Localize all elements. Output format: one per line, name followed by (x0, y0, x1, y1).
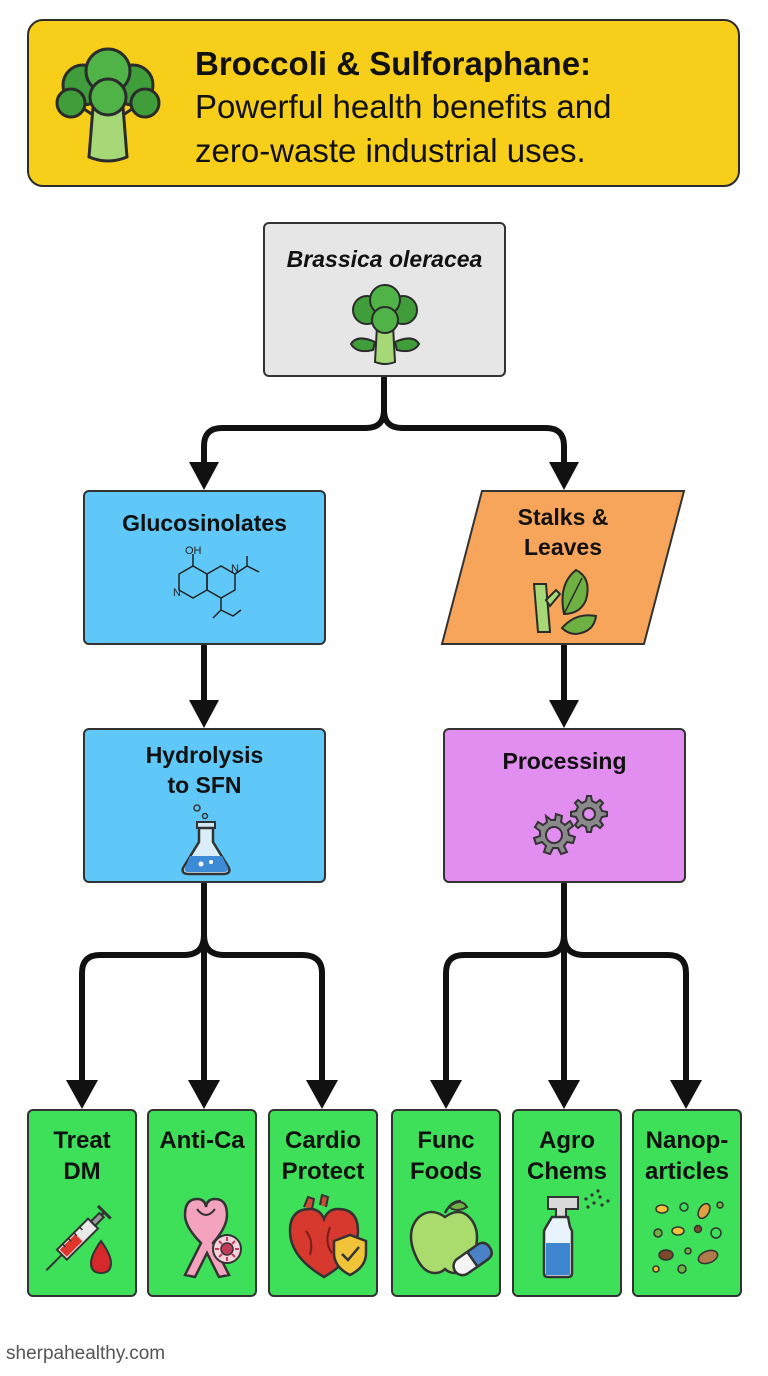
processing-label: Processing (502, 748, 627, 774)
arrowhead-func (430, 1080, 462, 1109)
ribbon-icon (183, 1197, 242, 1279)
connector-hydro-right (201, 932, 325, 1088)
arrowhead-hydro (189, 700, 219, 728)
outcome-label: Cardio Protect (270, 1125, 376, 1187)
stalks-leaves-shape (440, 490, 686, 645)
hydrolysis-label: Hydrolysis to SFN (85, 740, 324, 800)
glucosinolates-node: Glucosinolates OH N N (83, 490, 326, 645)
header-banner: Broccoli & Sulforaphane: Powerful health… (27, 19, 740, 187)
glucosinolates-label: Glucosinolates (122, 510, 287, 536)
broccoli-icon (349, 284, 421, 365)
heart-shield-icon (288, 1193, 368, 1279)
connector-proc-right (561, 932, 689, 1088)
connector-hydro-left (79, 881, 207, 1088)
flask-icon (181, 804, 231, 876)
nanoparticles-icon (652, 1201, 724, 1274)
arrowhead-proc (549, 700, 579, 728)
molecule-n1: N (173, 587, 181, 599)
hydrolysis-label-line1: Hydrolysis (145, 742, 264, 768)
outcome-label-line1: Func (417, 1127, 475, 1154)
source-label: Brassica oleracea (286, 246, 483, 272)
header-title: Broccoli & Sulforaphane: (195, 45, 592, 82)
molecule-oh: OH (185, 545, 202, 557)
outcome-label: Anti-Ca (149, 1125, 255, 1156)
broccoli-icon (55, 47, 161, 163)
arrowhead-agro (548, 1080, 580, 1109)
arrowhead-gluc (189, 462, 219, 490)
outcome-label-line2: articles (644, 1158, 730, 1185)
arrowhead-stalks (549, 462, 579, 490)
molecule-icon: OH N N (173, 545, 260, 619)
stalks-leaves-node: Stalks & Leaves (440, 490, 686, 645)
arrowhead-treat (66, 1080, 98, 1109)
gears-icon (532, 795, 608, 856)
stalks-leaves-label: Stalks & Leaves (440, 502, 686, 562)
outcome-label: Agro Chems (514, 1125, 620, 1187)
molecule-n2: N (231, 563, 239, 575)
outcome-agro-chems: Agro Chems (512, 1109, 622, 1297)
outcome-treat-dm: Treat DM (27, 1109, 137, 1297)
connector-source-right (381, 407, 567, 481)
outcome-nanoparticles: Nanop- articles (632, 1109, 742, 1297)
connector-source-split (201, 375, 387, 481)
header-subtitle-line1: Powerful health benefits and (195, 88, 612, 125)
outcome-label-line2: Foods (410, 1158, 482, 1185)
stalk-leaf-icon (532, 568, 598, 636)
watermark: sherpahealthy.com (6, 1343, 166, 1364)
arrowhead-antica (188, 1080, 220, 1109)
connector-proc-left (443, 881, 567, 1088)
stalks-label-line1: Stalks & (517, 504, 609, 530)
outcome-label-line1: Agro (539, 1127, 595, 1154)
source-node: Brassica oleracea (263, 222, 506, 377)
arrowhead-cardio (306, 1080, 338, 1109)
outcome-label: Nanop- articles (634, 1125, 740, 1187)
outcome-label-line2: Chems (526, 1158, 608, 1185)
stalks-label-line2: Leaves (523, 534, 602, 560)
outcome-label-line1: Anti-Ca (159, 1127, 245, 1154)
processing-node: Processing (443, 728, 686, 883)
apple-pill-icon (409, 1199, 493, 1277)
outcome-label-line1: Treat (53, 1127, 111, 1154)
outcome-label: Func Foods (393, 1125, 499, 1187)
outcome-label-line2: Protect (281, 1158, 365, 1185)
spray-bottle-icon (542, 1189, 610, 1279)
outcome-label-line2: DM (63, 1158, 101, 1185)
outcome-label-line1: Nanop- (645, 1127, 729, 1154)
hydrolysis-node: Hydrolysis to SFN (83, 728, 326, 883)
outcome-label: Treat DM (29, 1125, 135, 1187)
hydrolysis-label-line2: to SFN (167, 772, 242, 798)
outcome-anti-ca: Anti-Ca (147, 1109, 257, 1297)
arrowhead-nano (670, 1080, 702, 1109)
header-subtitle-line2: zero-waste industrial uses. (195, 132, 586, 169)
header-subtitle: Powerful health benefits and zero-waste … (195, 85, 735, 173)
outcome-func-foods: Func Foods (391, 1109, 501, 1297)
outcome-label-line1: Cardio (284, 1127, 361, 1154)
syringe-icon (45, 1204, 113, 1275)
outcome-cardio-protect: Cardio Protect (268, 1109, 378, 1297)
